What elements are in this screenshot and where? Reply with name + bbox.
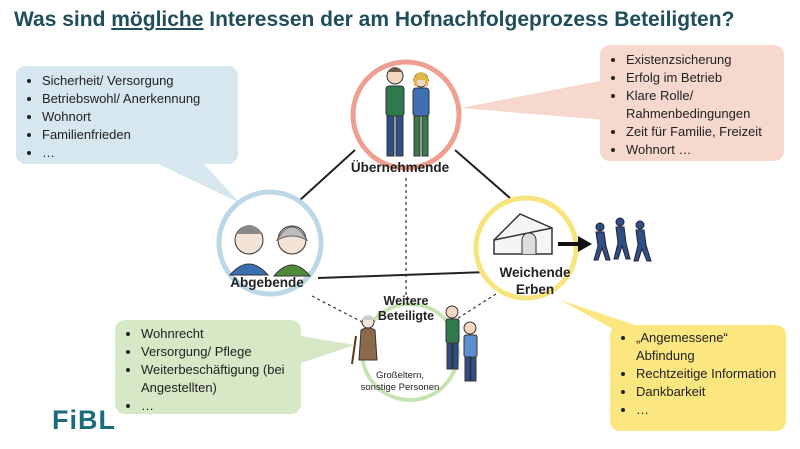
list-item: Rechtzeitige Information [636,365,778,383]
list-item: Weiterbeschäftigung (bei Angestellten) [141,361,293,397]
dotted-connector-right [451,293,497,323]
node-label-weichende-line1: Weichende [499,265,571,280]
young-people-illustration [445,305,478,382]
list-item: … [141,397,293,415]
node-label-weitere-line2: Beteiligte [377,309,435,323]
node-label-uebernehmende: Übernehmende [350,160,450,175]
title-prefix: Was sind [14,8,112,31]
list-item: Wohnrecht [141,325,293,343]
node-label-weitere: Weitere Beteiligte [366,294,446,324]
list-item: Zeit für Familie, Freizeit [626,123,776,141]
node-sublabel-weitere: Großeltern, sonstige Personen [355,370,445,394]
interests-bubble-weitere: Wohnrecht Versorgung/ Pflege Weiterbesch… [115,320,301,414]
list-item: Dankbarkeit [636,383,778,401]
interests-bubble-uebernehmende: Existenzsicherung Erfolg im Betrieb Klar… [600,45,784,161]
farmhouse-illustration [493,213,553,255]
node-label-weichende-line2: Erben [515,282,555,297]
connector-uebernehmende-weichende [454,149,511,199]
connector-uebernehmende-abgebende [299,149,356,201]
page-title: Was sind mögliche Interessen der am Hofn… [14,8,794,32]
connector-abgebende-weichende [317,271,489,279]
node-sublabel-line1: Großeltern, [375,370,425,381]
list-item: Betriebswohl/ Anerkennung [42,90,230,108]
node-sublabel-line2: sonstige Personen [360,382,440,393]
leaving-arrow-icon [558,236,592,252]
dotted-connector-left [311,295,363,323]
list-item: Erfolg im Betrieb [626,69,776,87]
elderly-couple-illustration [228,225,312,277]
list-item: Klare Rolle/ Rahmenbedingungen [626,87,776,123]
list-item: Wohnort [42,108,230,126]
node-label-weitere-line1: Weitere [383,294,429,308]
bubble-tail-blue [150,160,240,203]
title-suffix: Interessen der am Hofnachfolgeprozess Be… [203,8,735,31]
node-circle-uebernehmende [350,59,462,171]
bubble-tail-red [460,80,605,120]
bubble-tail-green [295,335,355,365]
list-item: Existenzsicherung [626,51,776,69]
walking-figures-illustration [593,217,652,262]
fibl-logo: FiBL [52,405,116,435]
node-label-weichende: Weichende Erben [490,264,580,298]
grandmother-illustration [351,315,378,365]
node-label-abgebende: Abgebende [230,275,304,290]
list-item: … [636,401,778,419]
interests-bubble-weichende: „Angemessene“ Abfindung Rechtzeitige Inf… [610,325,786,431]
list-item: „Angemessene“ Abfindung [636,329,778,365]
list-item: Versorgung/ Pflege [141,343,293,361]
couple-illustration [385,67,430,157]
list-item: Familienfrieden [42,126,230,144]
title-underlined-word: mögliche [111,8,204,31]
list-item: Sicherheit/ Versorgung [42,72,230,90]
interests-bubble-abgebende: Sicherheit/ Versorgung Betriebswohl/ Ane… [16,66,238,164]
bubble-tail-yellow [560,300,650,330]
list-item: … [42,144,230,162]
list-item: Wohnort … [626,141,776,159]
